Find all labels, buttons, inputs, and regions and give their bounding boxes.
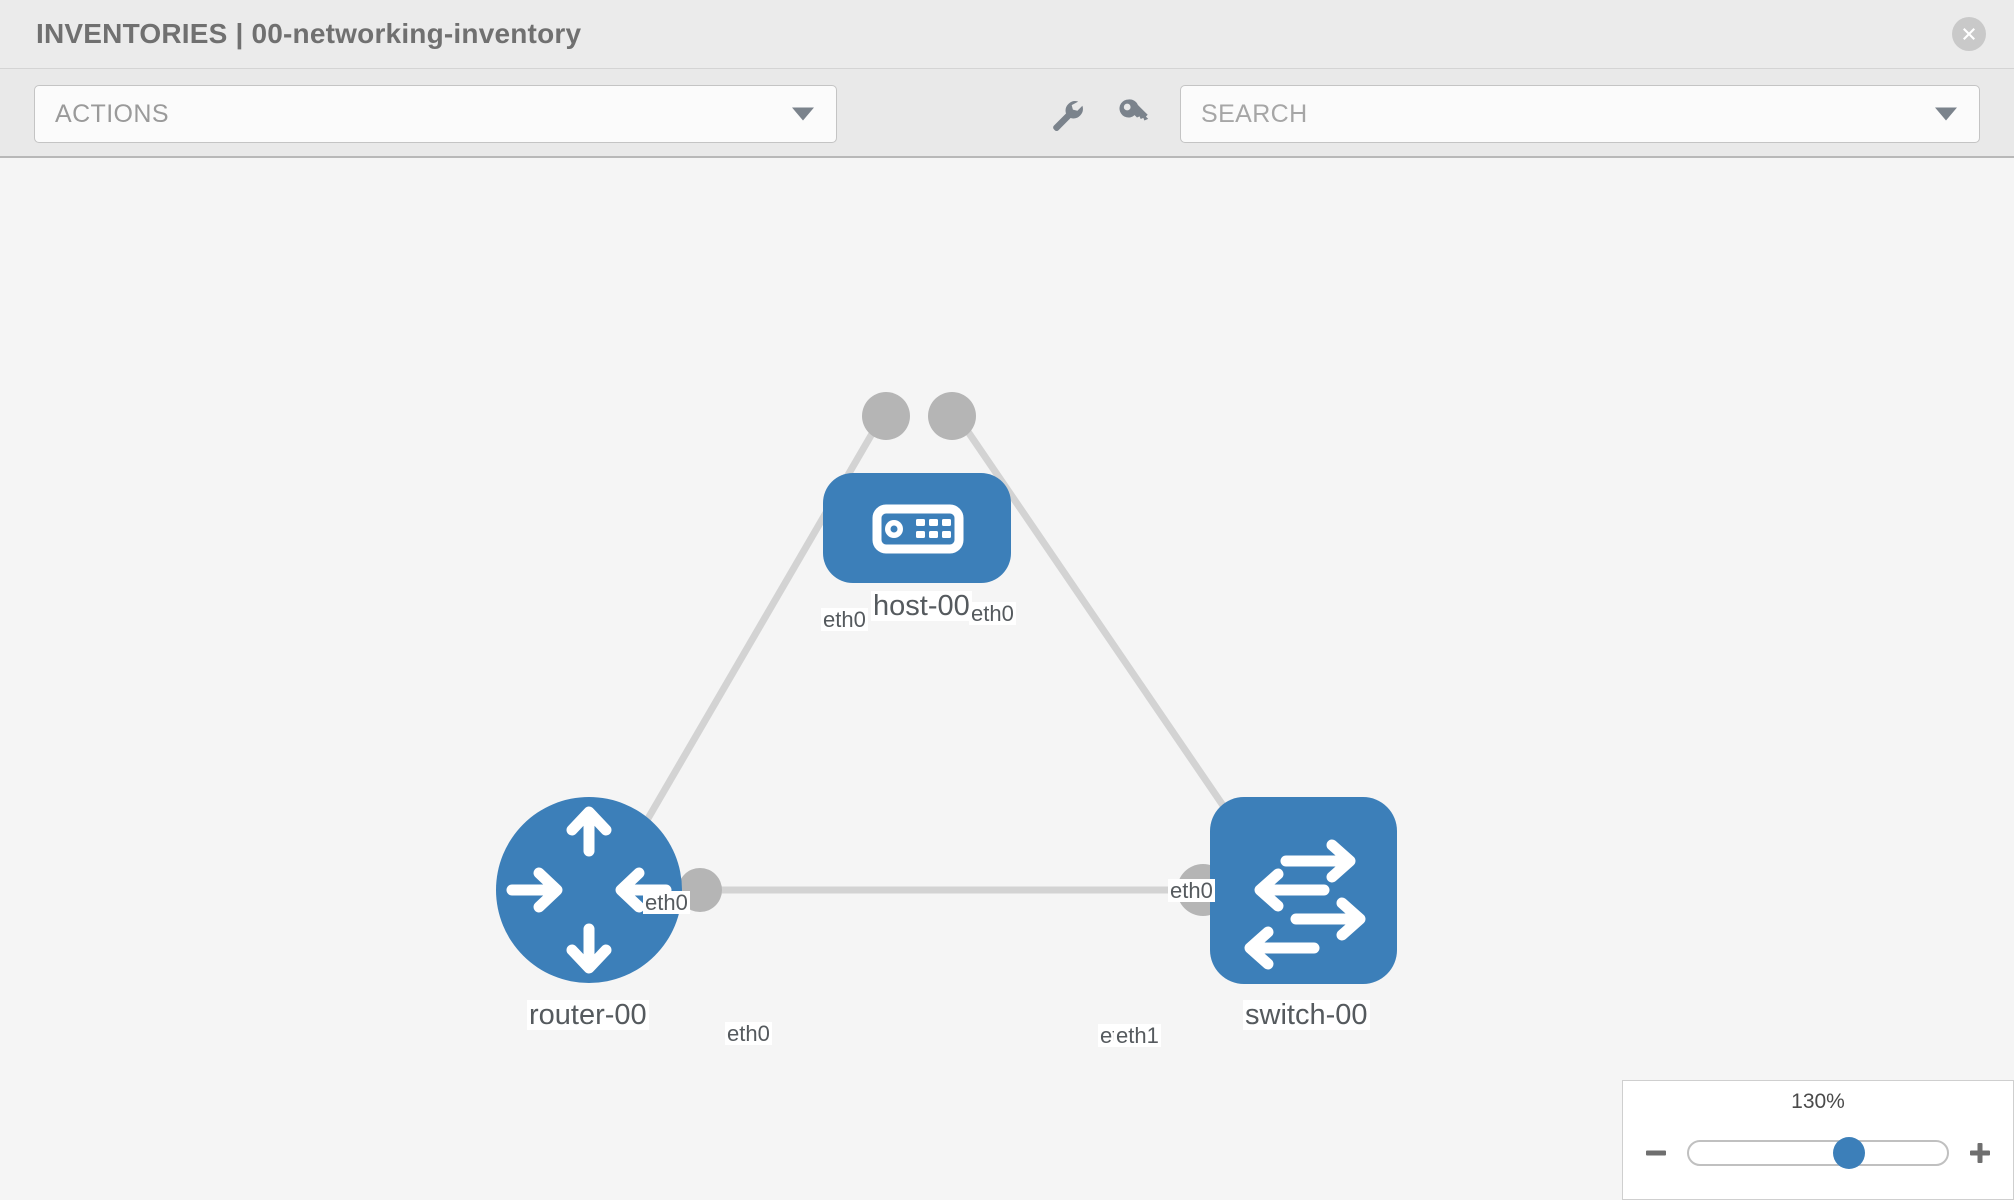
node-switch-00[interactable]	[1210, 797, 1397, 984]
topology-canvas[interactable]: eth0 eth0 eth0 eth0 eth0 eth eth1 host-0…	[0, 158, 2014, 1200]
page-header: INVENTORIES | 00-networking-inventory	[0, 0, 2014, 68]
toolbar: ACTIONS SEARCH	[0, 68, 2014, 158]
interface-label: eth0	[969, 601, 1016, 626]
link-connectors	[678, 392, 1263, 916]
interface-label: eth1	[1114, 1023, 1161, 1048]
router-arrows-icon	[506, 806, 672, 974]
chevron-down-icon	[792, 107, 814, 121]
wrench-icon[interactable]	[1042, 90, 1088, 136]
search-placeholder: SEARCH	[1201, 99, 1308, 128]
node-label-router-00: router-00	[527, 999, 649, 1031]
zoom-in-button[interactable]	[1963, 1136, 1997, 1170]
interface-label: eth0	[725, 1021, 772, 1046]
node-host-00[interactable]	[823, 473, 1011, 583]
interface-label: eth0	[821, 607, 868, 632]
connector-host00-left	[862, 392, 910, 440]
zoom-slider[interactable]	[1687, 1137, 1949, 1169]
server-device-icon	[872, 504, 964, 554]
actions-dropdown[interactable]: ACTIONS	[34, 85, 837, 143]
interface-label: eth0	[1168, 878, 1215, 903]
node-router-00[interactable]	[496, 797, 682, 983]
node-label-switch-00: switch-00	[1243, 999, 1370, 1031]
chevron-down-icon[interactable]	[1935, 107, 1957, 121]
zoom-control-panel: 130%	[1622, 1080, 2014, 1200]
zoom-out-button[interactable]	[1639, 1136, 1673, 1170]
page-title: INVENTORIES | 00-networking-inventory	[36, 18, 582, 49]
node-label-host-00: host-00	[871, 590, 972, 622]
switch-arrows-icon	[1244, 839, 1366, 970]
zoom-level-label: 130%	[1791, 1090, 1845, 1113]
connector-host00-right	[928, 392, 976, 440]
close-icon[interactable]	[1952, 17, 1986, 51]
topology-graph	[496, 392, 1397, 984]
search-input[interactable]: SEARCH	[1180, 85, 1980, 143]
edge-host00-switch00	[957, 418, 1255, 850]
key-icon[interactable]	[1110, 90, 1156, 136]
actions-dropdown-label: ACTIONS	[55, 99, 169, 128]
zoom-slider-thumb[interactable]	[1832, 1137, 1865, 1169]
interface-label: eth0	[643, 890, 690, 915]
zoom-slider-row	[1623, 1133, 2013, 1173]
